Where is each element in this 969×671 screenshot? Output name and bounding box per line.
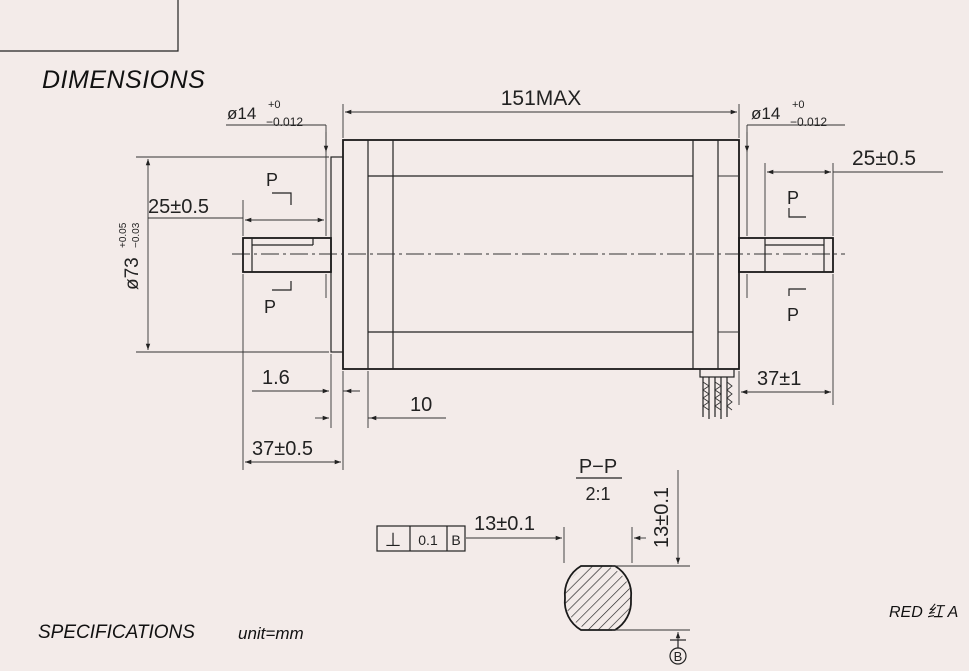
- flat-width-label: 13±0.1: [474, 513, 535, 535]
- shaft-length-left-label: 25±0.5: [148, 196, 209, 218]
- shaft-length-right-label: 25±0.5: [852, 147, 916, 170]
- section-marker-left-bottom: P: [264, 281, 292, 317]
- shaft-left: [242, 237, 332, 273]
- shaft-dia-left-label: ø14: [227, 104, 256, 123]
- lead-wires: [699, 368, 735, 419]
- section-scale: 2:1: [585, 484, 610, 504]
- motor-body: [330, 139, 740, 370]
- flange-plate: [330, 156, 344, 353]
- body-dia-tol-lower: −0.03: [131, 222, 142, 248]
- shaft-dia-left-tol-upper: +0: [268, 99, 281, 111]
- svg-text:P: P: [266, 170, 278, 190]
- shaft-cross-section: [563, 565, 633, 631]
- section-marker-left-top: P: [266, 170, 292, 205]
- dimensions-heading: DIMENSIONS: [42, 66, 206, 94]
- tolerance-datum: B: [451, 532, 460, 548]
- motor-body-outline: [342, 139, 740, 370]
- body-dia-tol-upper: +0.05: [118, 222, 129, 248]
- overall-length-label: 151MAX: [501, 87, 582, 110]
- flange-thickness-label: 10: [410, 394, 432, 416]
- title-block-border: [0, 0, 179, 52]
- shaft-dia-right-tol-upper: +0: [792, 99, 805, 111]
- shaft-dia-right-label: ø14: [751, 104, 780, 123]
- svg-text:P: P: [264, 297, 276, 317]
- flat-height-label: 13±0.1: [651, 487, 673, 548]
- section-marker-right-top: P: [787, 188, 806, 218]
- flange-step-label: 1.6: [262, 367, 290, 389]
- tolerance-value: 0.1: [418, 532, 438, 548]
- perpendicularity-frame: ⊥ 0.1 B: [376, 525, 466, 552]
- datum-b: B: [669, 639, 687, 665]
- shaft-dia-right-tol-lower: −0.012: [790, 115, 827, 129]
- right-extension-label: 37±1: [757, 368, 801, 390]
- datum-b-label: B: [674, 649, 683, 664]
- shaft-right: [738, 237, 834, 273]
- wire-color-note: RED 红 A: [889, 604, 959, 621]
- perpendicularity-icon: ⊥: [385, 530, 402, 551]
- unit-note: unit=mm: [238, 624, 304, 643]
- svg-text:P: P: [787, 188, 799, 208]
- left-extension-label: 37±0.5: [252, 438, 313, 460]
- shaft-dia-left-tol-lower: −0.012: [266, 115, 303, 129]
- section-marker-right-bottom: P: [787, 288, 806, 325]
- svg-text:P: P: [787, 305, 799, 325]
- section-title: P−P: [579, 456, 617, 478]
- specifications-heading: SPECIFICATIONS: [38, 622, 195, 643]
- body-dia-label: ø73: [122, 257, 143, 290]
